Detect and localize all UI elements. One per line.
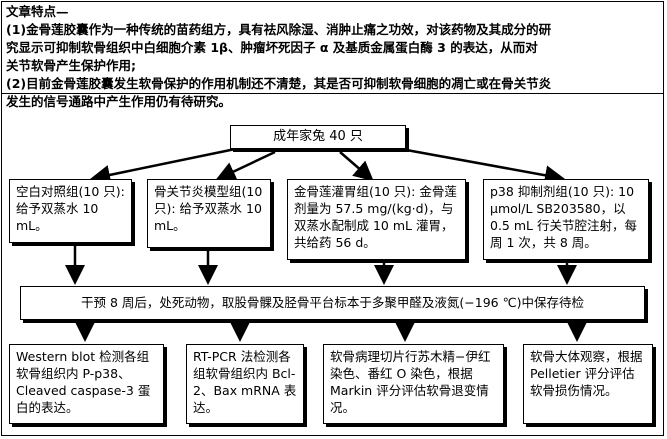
intervention-box: 干预 8 周后，处死动物，取股骨髁及胫骨平台标本于多聚甲醛及液氮(−196 ℃)…	[20, 286, 645, 320]
inhibitor-group-box: p38 抑制剂组(10 只): 10 μmol/L SB203580，以 0.5…	[483, 179, 649, 260]
jingulian-group-box: 金骨莲灌胃组(10 只): 金骨莲剂量为 57.5 mg/(kg·d)，与双蒸水…	[287, 179, 466, 260]
features-line: 究显示可抑制软骨组织中白细胞介素 1β、肿瘤坏死因子 α 及基质金属蛋白酶 3 …	[6, 40, 538, 55]
section-divider	[1, 93, 664, 94]
control-group-box: 空白对照组(10 只): 给予双蒸水 10 mL。	[9, 179, 132, 243]
gross-observation-box: 软骨大体观察，根据 Pelletier 评分评估软骨损伤情况。	[523, 344, 653, 424]
features-line: 关节软骨产生保护作用;	[6, 58, 136, 73]
features-line: 发生的信号通路中产生作用仍有待研究。	[6, 94, 232, 109]
arrow-to-inhibitor	[389, 145, 565, 186]
arrow-to-jingulian	[339, 151, 374, 182]
arrow-to-control	[90, 145, 246, 185]
pathology-box: 软骨病理切片行苏木精−伊红染色、番红 O 染色，根据 Markin 评分评估软骨…	[323, 344, 504, 424]
features-line: (2)目前金骨莲胶囊发生软骨保护的作用机制还不清楚，其是否可抑制软骨细胞的凋亡或…	[6, 76, 552, 91]
model-group-box: 骨关节炎模型组(10 只): 给予双蒸水 10 mL。	[147, 179, 271, 248]
arrow-to-model	[215, 150, 276, 181]
article-features: 文章特点— (1)金骨莲胶囊作为一种传统的苗药组方，具有祛风除湿、消肿止痛之功效…	[6, 3, 658, 111]
rt-pcr-box: RT-PCR 法检测各组软骨组织内 Bcl-2、Bax mRNA 表达。	[186, 344, 304, 424]
rabbits-box: 成年家兔 40 只	[230, 125, 406, 149]
features-title: 文章特点—	[6, 4, 69, 19]
western-blot-box: Western blot 检测各组软骨组织内 P-p38、Cleaved cas…	[9, 344, 164, 424]
features-line: (1)金骨莲胶囊作为一种传统的苗药组方，具有祛风除湿、消肿止痛之功效，对该药物及…	[6, 22, 552, 37]
